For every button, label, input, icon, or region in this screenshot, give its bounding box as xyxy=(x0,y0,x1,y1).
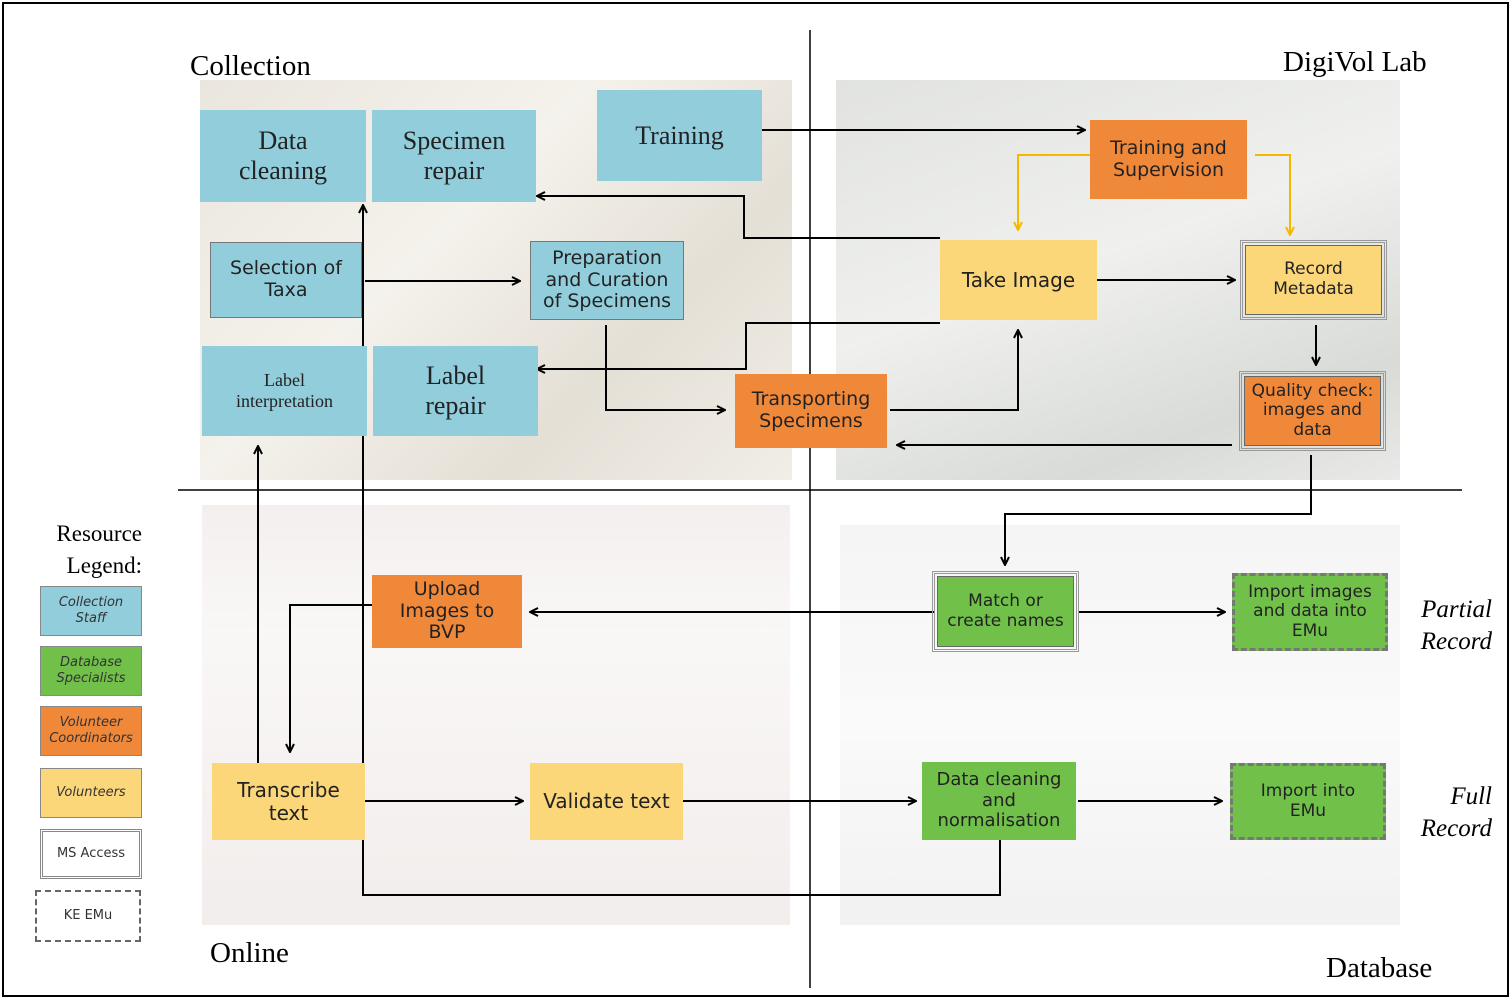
specimen-repair-node: Specimen repair xyxy=(372,110,536,202)
transporting-specimens-node: Transporting Specimens xyxy=(735,374,887,448)
record-metadata-node: Record Metadata xyxy=(1240,240,1387,320)
quality-check-node: Quality check: images and data xyxy=(1239,371,1386,451)
quadrant-title-database: Database xyxy=(1326,952,1433,984)
training-node: Training xyxy=(597,90,762,181)
data-cleaning-collection-node: Data cleaning xyxy=(200,110,366,202)
flow-arrows xyxy=(258,130,1316,896)
legend-collection-staff: Collection Staff xyxy=(40,586,142,636)
legend-database-specialists: Database Specialists xyxy=(40,646,142,696)
take-image-node: Take Image xyxy=(940,240,1097,320)
training-supervision-node: Training and Supervision xyxy=(1090,120,1247,199)
preparation-curation-node: Preparation and Curation of Specimens xyxy=(530,241,684,320)
legend-volunteers: Volunteers xyxy=(40,768,142,818)
upload-images-bvp-node: Upload Images to BVP xyxy=(372,575,522,648)
selection-of-taxa-node: Selection of Taxa xyxy=(210,242,362,318)
import-images-data-node: Import images and data into EMu xyxy=(1232,573,1388,651)
data-cleaning-normalisation-node: Data cleaning and normalisation xyxy=(922,762,1076,840)
legend-volunteer-coordinators: Volunteer Coordinators xyxy=(40,706,142,756)
partial-record-label: Partial Record xyxy=(1420,596,1492,655)
full-record-label: Full Record xyxy=(1420,783,1492,842)
quadrant-title-online: Online xyxy=(210,937,289,969)
transcribe-text-node: Transcribe text xyxy=(212,763,365,840)
quadrant-dividers xyxy=(178,30,1462,988)
legend-ms-access: MS Access xyxy=(40,829,142,879)
import-into-emu-node: Import into EMu xyxy=(1230,763,1386,840)
quadrant-title-collection: Collection xyxy=(190,50,311,82)
match-create-names-node: Match or create names xyxy=(932,571,1079,652)
label-interpretation-node: Label interpretation xyxy=(202,346,367,436)
legend-ke-emu: KE EMu xyxy=(35,890,141,942)
quadrant-title-digivol-lab: DigiVol Lab xyxy=(1283,46,1427,78)
legend-title: Resource Legend: xyxy=(56,521,142,578)
validate-text-node: Validate text xyxy=(530,763,683,840)
label-repair-node: Label repair xyxy=(373,346,538,436)
